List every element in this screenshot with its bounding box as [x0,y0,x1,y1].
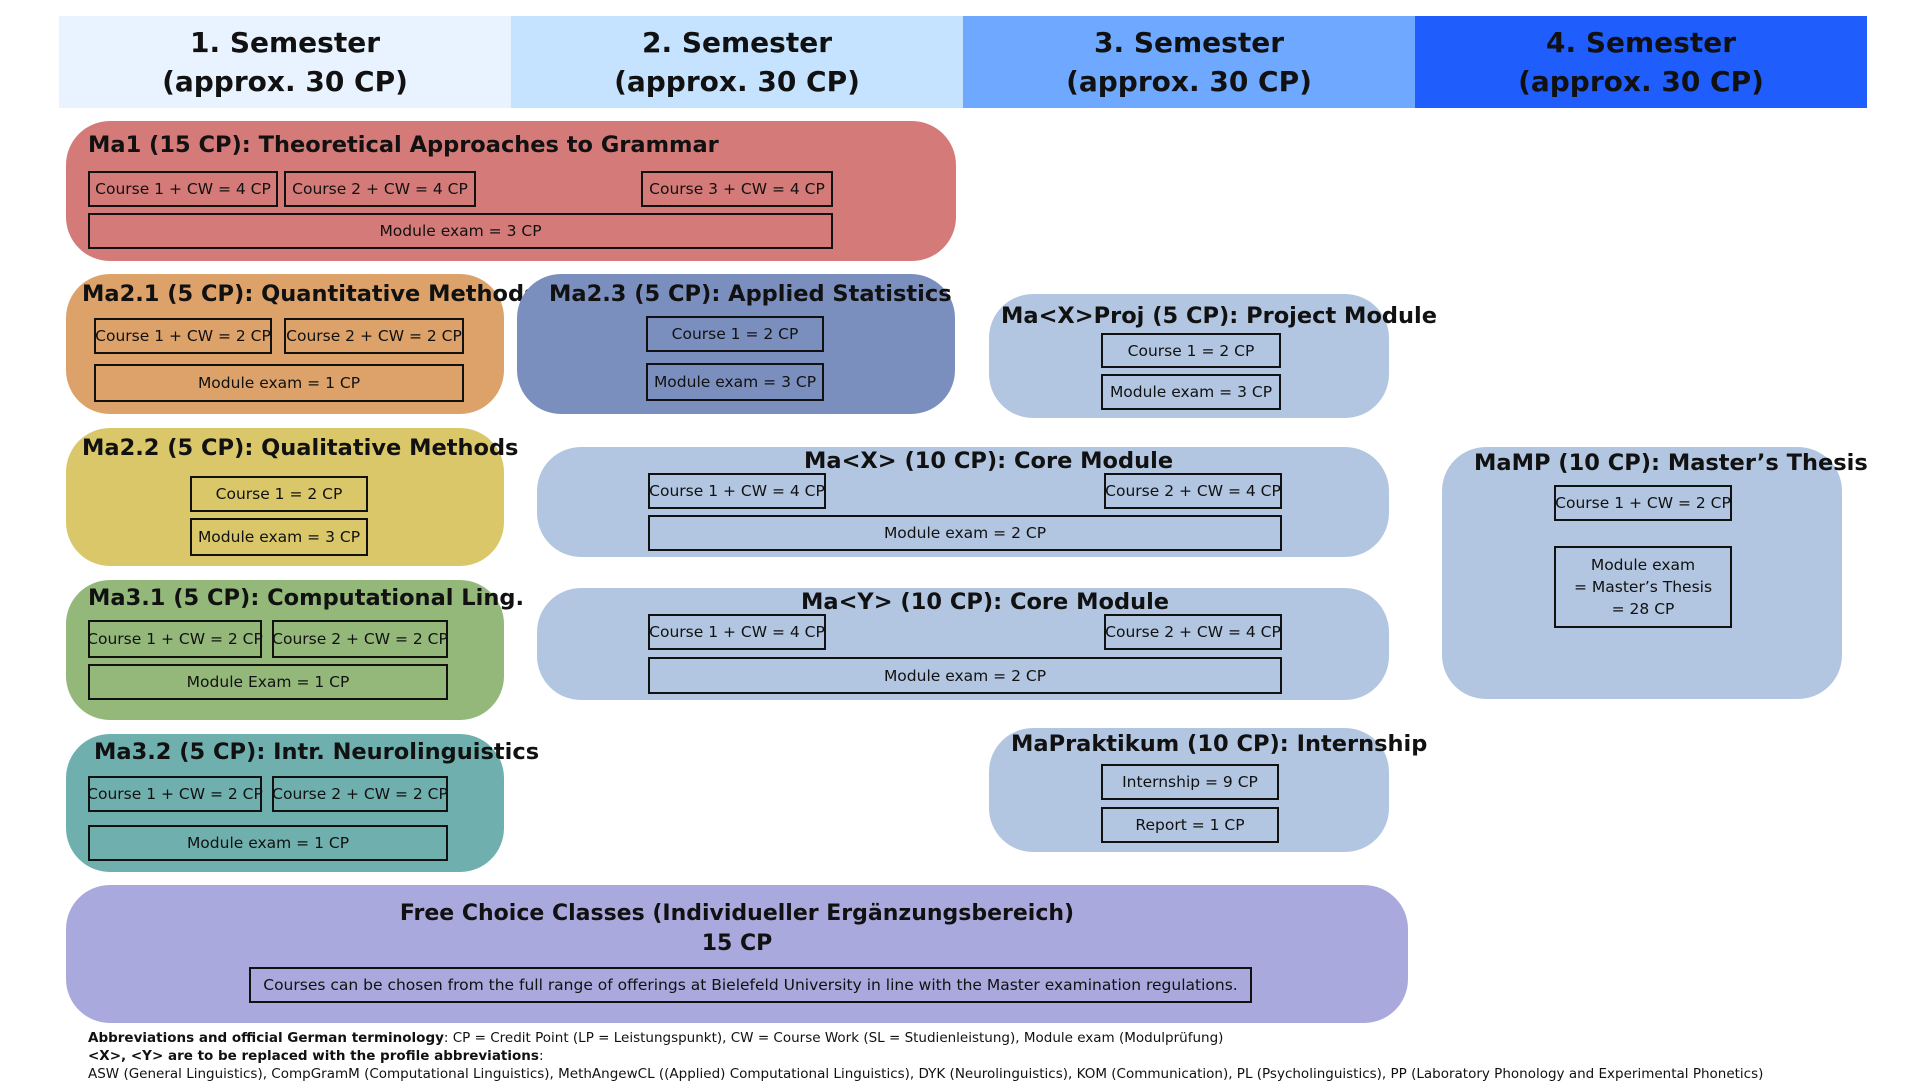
module-exam-box: Module exam = 3 CP [646,363,824,401]
course-box: Course 1 + CW = 2 CP [87,620,263,658]
semester-3-header: 3. Semester (approx. 30 CP) [963,16,1415,108]
footer-profile-heading: <X>, <Y> are to be replaced with the pro… [88,1048,539,1064]
footer-abbreviations-text: : CP = Credit Point (LP = Leistungspunkt… [443,1030,1224,1046]
course-box: Course 2 + CW = 4 CP [1104,473,1282,509]
module-ma-x-core: Ma<X> (10 CP): Core Module Course 1 + CW… [537,447,1389,557]
module-ma2-2: Ma2.2 (5 CP): Qualitative Methods Course… [66,428,518,566]
module-ma-x-proj: Ma<X>Proj (5 CP): Project Module Course … [989,294,1437,418]
module-title: Ma2.2 (5 CP): Qualitative Methods [82,435,519,461]
course-box: Course 1 = 2 CP [646,316,824,352]
footer-abbreviations: Abbreviations and official German termin… [88,1029,1223,1047]
module-exam-box: Module exam = 3 CP [88,213,833,249]
course-box: Course 2 + CW = 2 CP [284,318,464,354]
module-title: MaMP (10 CP): Master’s Thesis [1474,450,1868,476]
report-box: Report = 1 CP [1101,807,1279,843]
module-title: Ma1 (15 CP): Theoretical Approaches to G… [88,132,719,158]
module-title: Ma<X>Proj (5 CP): Project Module [1001,303,1437,329]
semester-4-header: 4. Semester (approx. 30 CP) [1415,16,1867,108]
module-exam-box: Module exam = 2 CP [648,657,1282,694]
module-ma3-1: Ma3.1 (5 CP): Computational Ling. Course… [66,580,524,720]
module-title: MaPraktikum (10 CP): Internship [1011,731,1428,757]
module-ma2-3: Ma2.3 (5 CP): Applied Statistics Course … [517,274,955,414]
footer-abbreviations-heading: Abbreviations and official German termin… [88,1030,444,1046]
module-mamp: MaMP (10 CP): Master’s Thesis Course 1 +… [1442,447,1868,699]
course-box: Course 1 = 2 CP [190,476,368,512]
course-box: Course 1 + CW = 4 CP [648,473,826,509]
module-exam-box: Module Exam = 1 CP [88,664,448,700]
internship-box: Internship = 9 CP [1101,764,1279,800]
module-exam-box: Module exam = Master’s Thesis = 28 CP [1554,546,1732,628]
course-box: Course 2 + CW = 4 CP [1104,614,1282,650]
module-title: Ma3.1 (5 CP): Computational Ling. [88,585,525,611]
course-box: Course 1 + CW = 2 CP [94,318,272,354]
module-exam-box: Module exam = 1 CP [94,364,464,402]
module-exam-box: Module exam = 2 CP [648,515,1282,551]
semester-1-header: 1. Semester (approx. 30 CP) [59,16,511,108]
module-ma2-1: Ma2.1 (5 CP): Quantitative Methods Cours… [66,274,538,414]
free-choice-title: Free Choice Classes (Individueller Ergän… [399,901,1075,956]
course-box: Course 1 + CW = 2 CP [87,776,263,812]
module-exam-box: Module exam = 3 CP [1101,374,1281,410]
module-exam-box: Module exam = 1 CP [88,825,448,861]
course-box: Course 2 + CW = 4 CP [284,171,476,207]
free-choice-description: Courses can be chosen from the full rang… [249,967,1252,1003]
course-box: Course 2 + CW = 2 CP [272,776,448,812]
module-title: Ma2.3 (5 CP): Applied Statistics [549,281,952,307]
footer-profile-note: <X>, <Y> are to be replaced with the pro… [88,1047,544,1065]
free-choice-module: Free Choice Classes (Individueller Ergän… [66,885,1408,1023]
course-box: Course 1 = 2 CP [1101,333,1281,368]
course-box: Course 3 + CW = 4 CP [641,171,833,207]
module-ma3-2: Ma3.2 (5 CP): Intr. Neurolinguistics Cou… [66,734,539,872]
module-ma-y-core: Ma<Y> (10 CP): Core Module Course 1 + CW… [537,588,1389,700]
semester-2-header: 2. Semester (approx. 30 CP) [511,16,963,108]
course-box: Course 1 + CW = 4 CP [88,171,278,207]
module-title: Ma<Y> (10 CP): Core Module [801,589,1170,615]
module-mapraktikum: MaPraktikum (10 CP): Internship Internsh… [989,728,1427,852]
course-box: Course 1 + CW = 2 CP [1554,485,1732,521]
module-ma1: Ma1 (15 CP): Theoretical Approaches to G… [66,121,956,261]
footer-profile-list: ASW (General Linguistics), CompGramM (Co… [88,1066,1764,1082]
module-exam-box: Module exam = 3 CP [190,518,368,556]
module-title: Ma3.2 (5 CP): Intr. Neurolinguistics [94,739,540,765]
module-title: Ma2.1 (5 CP): Quantitative Methods [82,281,538,307]
course-box: Course 2 + CW = 2 CP [272,620,448,658]
footer-profile-colon: : [538,1048,544,1064]
module-title: Ma<X> (10 CP): Core Module [804,448,1174,474]
course-box: Course 1 + CW = 4 CP [648,614,826,650]
